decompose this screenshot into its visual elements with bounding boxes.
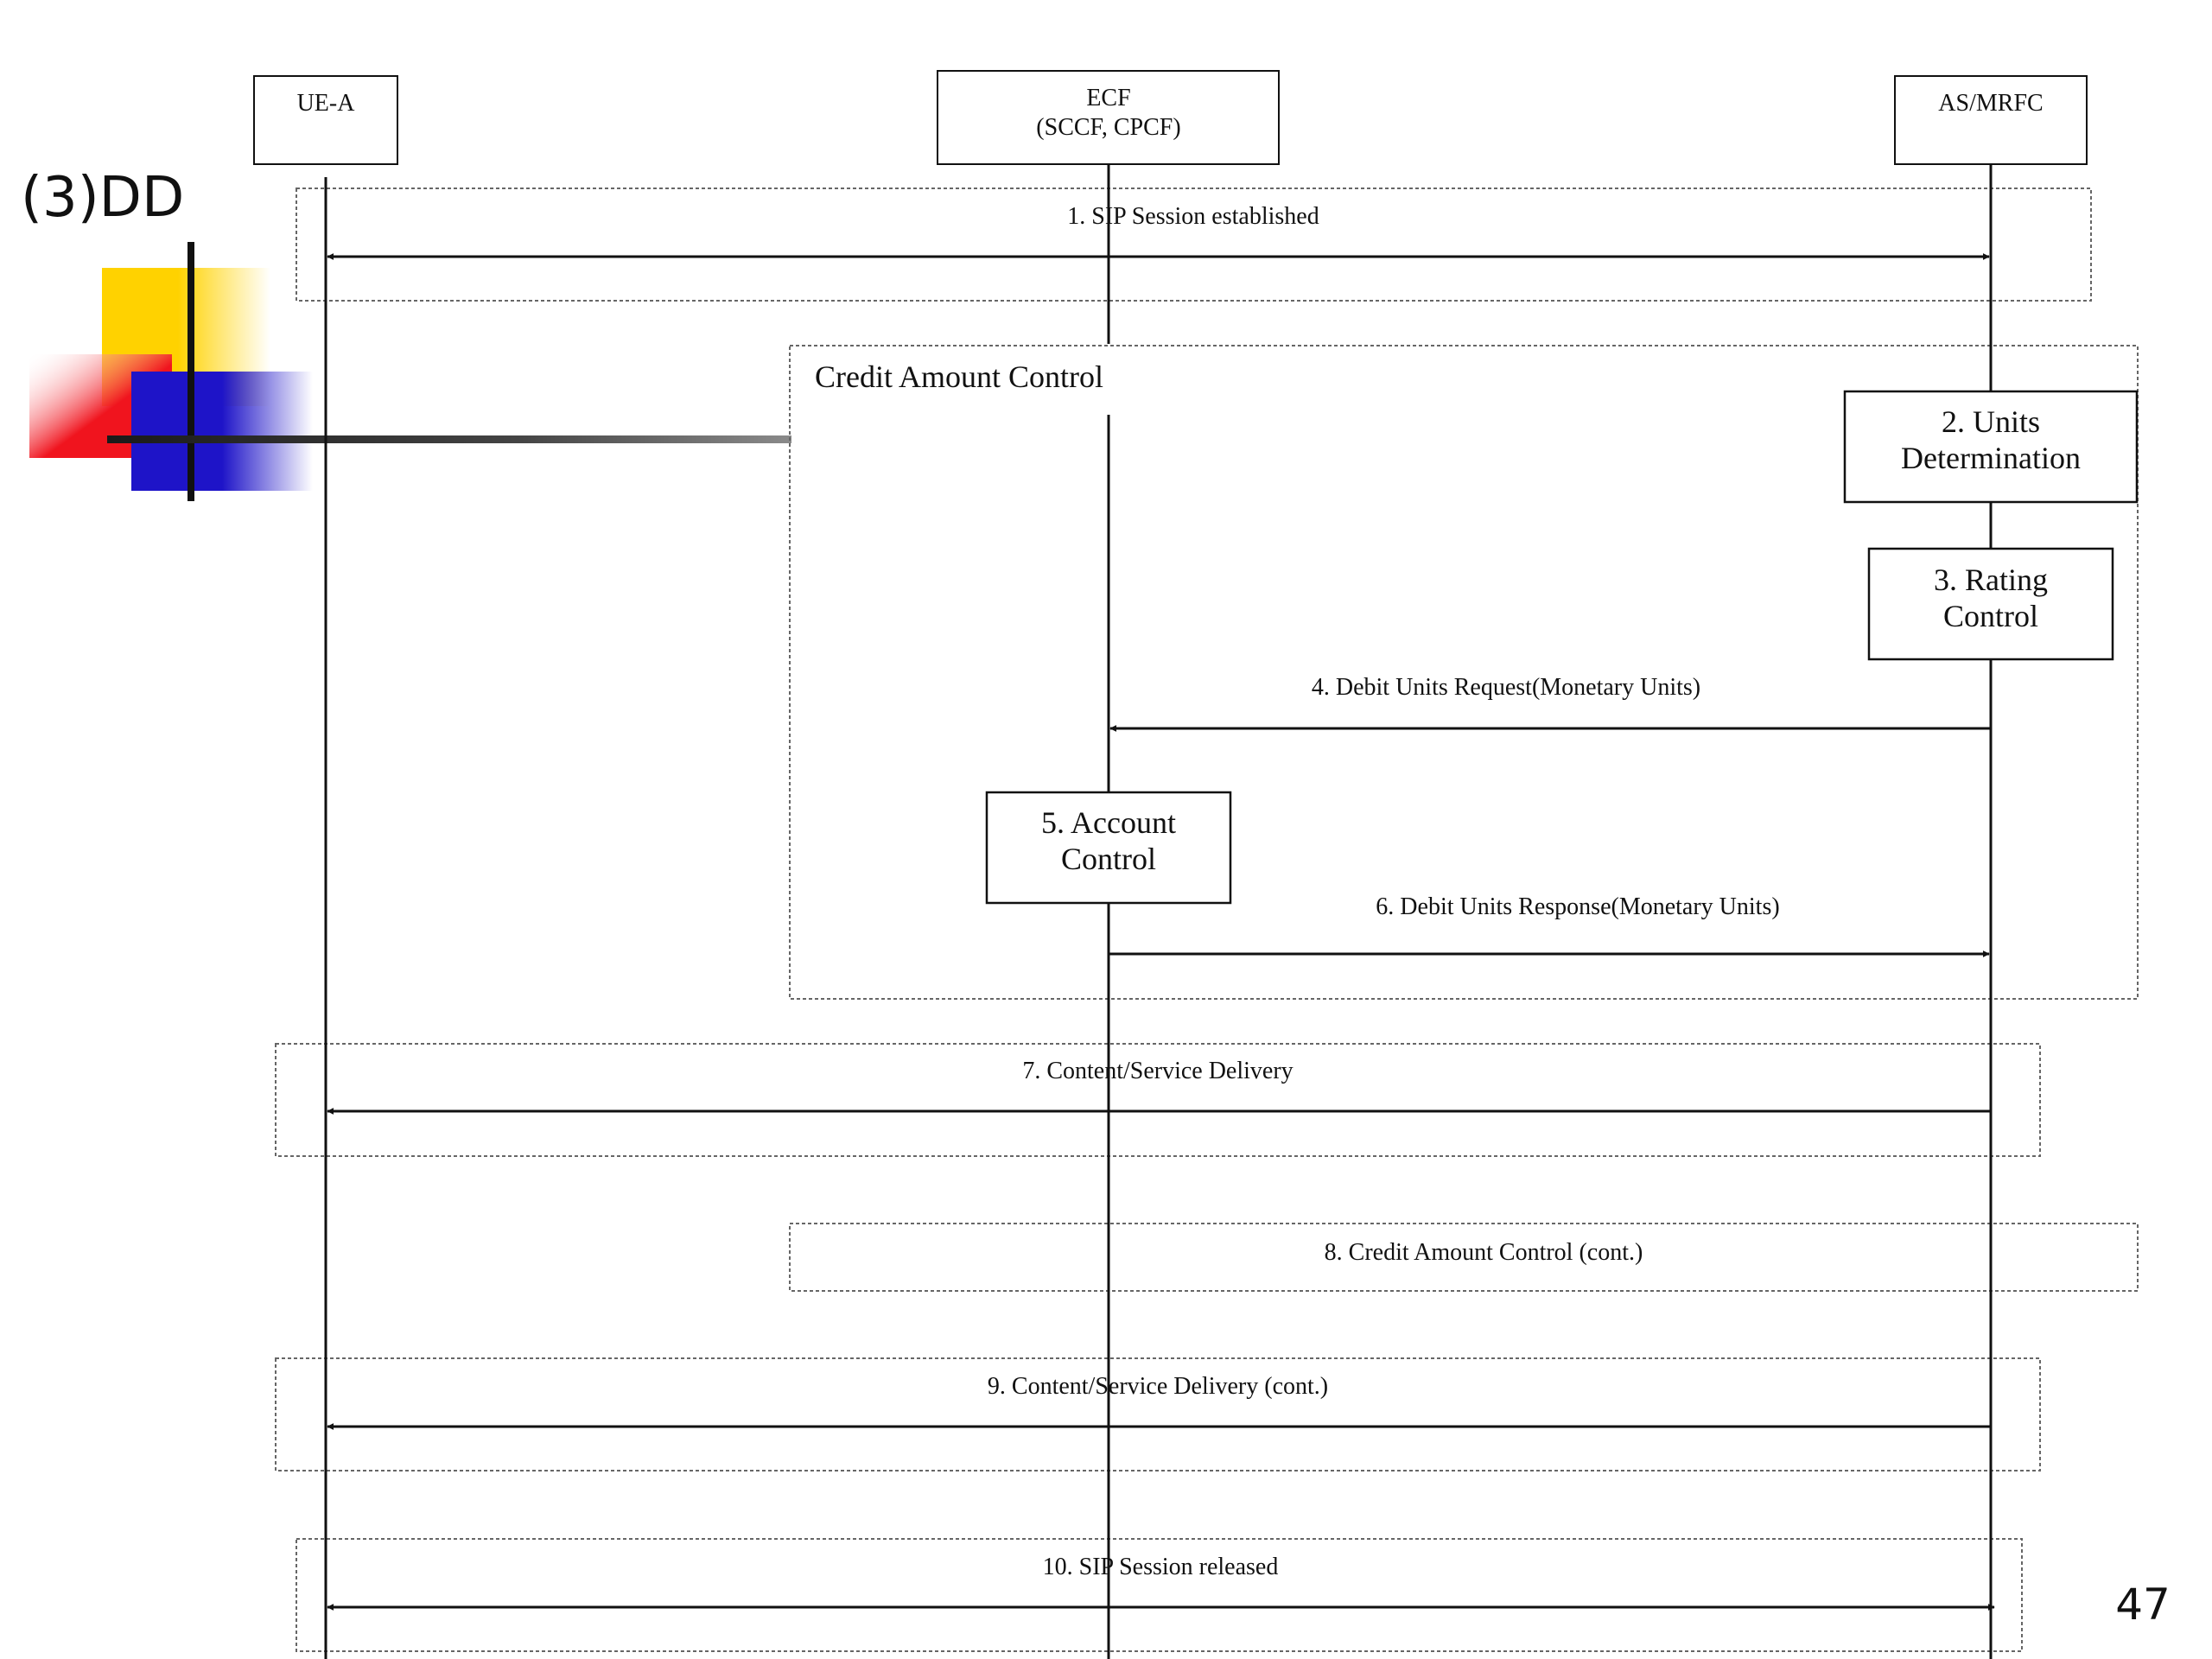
step-7-frame — [275, 1043, 2041, 1157]
lifeline-label-ecf-line2: (SCCF, CPCF) — [1036, 114, 1180, 141]
step-5-label-line2: Control — [1061, 842, 1156, 876]
step-1-label: 1. SIP Session established — [1067, 203, 1319, 230]
lifeline-header-as: AS/MRFC — [1894, 75, 2088, 165]
step-2-units-determination: 2. Units Determination — [1843, 390, 2139, 504]
step-8-frame — [789, 1223, 2139, 1292]
step-7-label: 7. Content/Service Delivery — [1022, 1058, 1293, 1084]
step-1-frame — [296, 188, 2092, 302]
credit-frame-label: Credit Amount Control — [815, 359, 1103, 394]
logo-vertical-bar — [188, 242, 194, 501]
step-4-label: 4. Debit Units Request(Monetary Units) — [1312, 674, 1700, 701]
logo-blue-square — [131, 372, 313, 491]
step-9-frame — [275, 1357, 2041, 1471]
lifeline-header-ue: UE-A — [253, 75, 398, 165]
step-10-label: 10. SIP Session released — [1043, 1554, 1279, 1580]
step-3-label-line1: 3. Rating — [1934, 563, 2048, 597]
step-2-label-line2: Determination — [1901, 441, 2081, 475]
step-6-label: 6. Debit Units Response(Monetary Units) — [1376, 893, 1779, 920]
slide-heading: (3)DD — [21, 166, 184, 230]
lifeline-header-ecf: ECF (SCCF, CPCF) — [937, 70, 1280, 165]
step-3-label-line2: Control — [1943, 599, 2038, 633]
slide-decoration-logo — [29, 242, 791, 501]
page-number: 47 — [2115, 1580, 2171, 1630]
step-2-label-line1: 2. Units — [1942, 404, 2040, 439]
step-5-account-control: 5. Account Control — [985, 791, 1232, 905]
lifeline-label-as: AS/MRFC — [1938, 90, 2043, 117]
credit-frame-label-bg — [793, 350, 1156, 410]
lifeline-label-ecf-line1: ECF — [1086, 85, 1130, 111]
logo-horizontal-bar — [107, 435, 791, 443]
lifeline-label-ue: UE-A — [297, 90, 356, 117]
step-3-rating-control: 3. Rating Control — [1867, 547, 2114, 661]
credit-amount-control-frame — [789, 345, 2139, 1000]
step-5-label-line1: 5. Account — [1041, 805, 1176, 840]
step-9-label: 9. Content/Service Delivery (cont.) — [988, 1373, 1328, 1400]
step-10-frame — [296, 1538, 2023, 1652]
step-8-label: 8. Credit Amount Control (cont.) — [1325, 1239, 1643, 1266]
